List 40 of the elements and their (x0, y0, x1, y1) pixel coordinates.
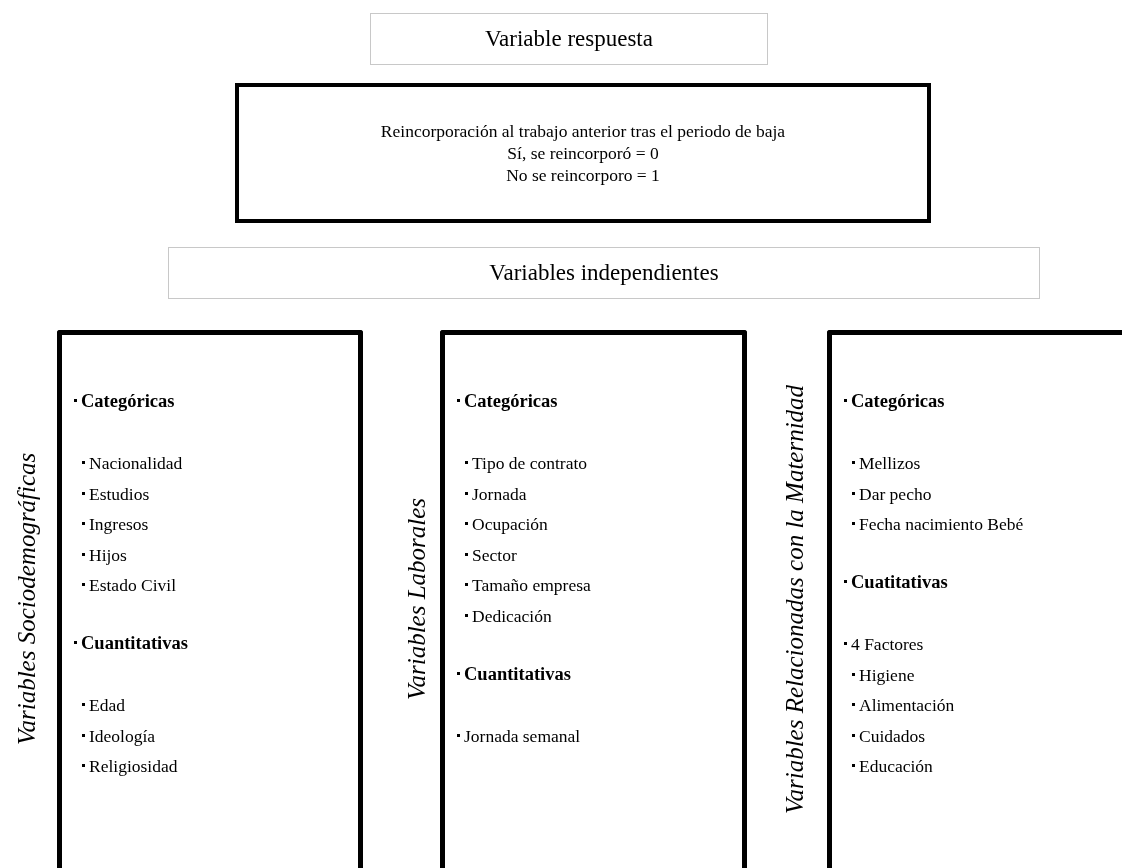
category-heading: Categóricas (851, 391, 945, 411)
variable-item: Religiosidad (89, 756, 178, 776)
header-box (370, 13, 768, 65)
variable-item: Ingresos (89, 514, 149, 534)
variable-item: Estado Civil (89, 575, 176, 595)
variable-item: Nacionalidad (89, 453, 183, 473)
category-heading: Cuatitativas (851, 572, 948, 592)
variable-item: Tamaño empresa (472, 575, 591, 595)
variable-item: Estudios (89, 483, 150, 504)
response-text: Sí, se reincorporó = 0 (507, 142, 659, 164)
variable-item: Sector (472, 544, 517, 565)
rotated-group-title: Variables Relacionadas con la Maternidad (780, 383, 809, 816)
variable-item: Jornada semanal (464, 725, 581, 746)
variable-item: Dedicación (472, 605, 552, 626)
header-text: Variables independientes (489, 260, 719, 286)
variable-item: Hijos (89, 544, 127, 565)
variable-item: Higiene (859, 664, 915, 685)
variable-item: Mellizos (859, 453, 921, 473)
category-heading: Cuantitativas (81, 633, 188, 653)
variable-item: Jornada (472, 483, 527, 504)
header-box (168, 247, 1040, 299)
response-box (235, 83, 931, 223)
header-text: Variable respuesta (485, 26, 653, 52)
variable-item: Fecha nacimiento Bebé (859, 514, 1024, 534)
variable-item: Cuidados (859, 725, 926, 746)
response-text: No se reincorporo = 1 (506, 164, 660, 186)
category-heading: Categóricas (81, 391, 175, 411)
variable-item: Ideología (89, 725, 156, 746)
variable-item: Dar pecho (859, 483, 932, 504)
rotated-group-title: Variables Sociodemográficas (12, 451, 41, 748)
variable-item: 4 Factores (851, 634, 924, 654)
variable-item: Educación (859, 756, 933, 776)
rotated-group-title: Variables Laborales (402, 496, 431, 703)
variable-item: Ocupación (472, 514, 548, 534)
variable-item: Alimentación (859, 695, 955, 715)
category-heading: Categóricas (464, 391, 558, 411)
variable-item: Tipo de contrato (472, 453, 588, 473)
variable-item: Edad (89, 695, 125, 715)
response-text: Reincorporación al trabajo anterior tras el periodo de baja (380, 120, 786, 142)
category-heading: Cuantitativas (464, 663, 571, 684)
